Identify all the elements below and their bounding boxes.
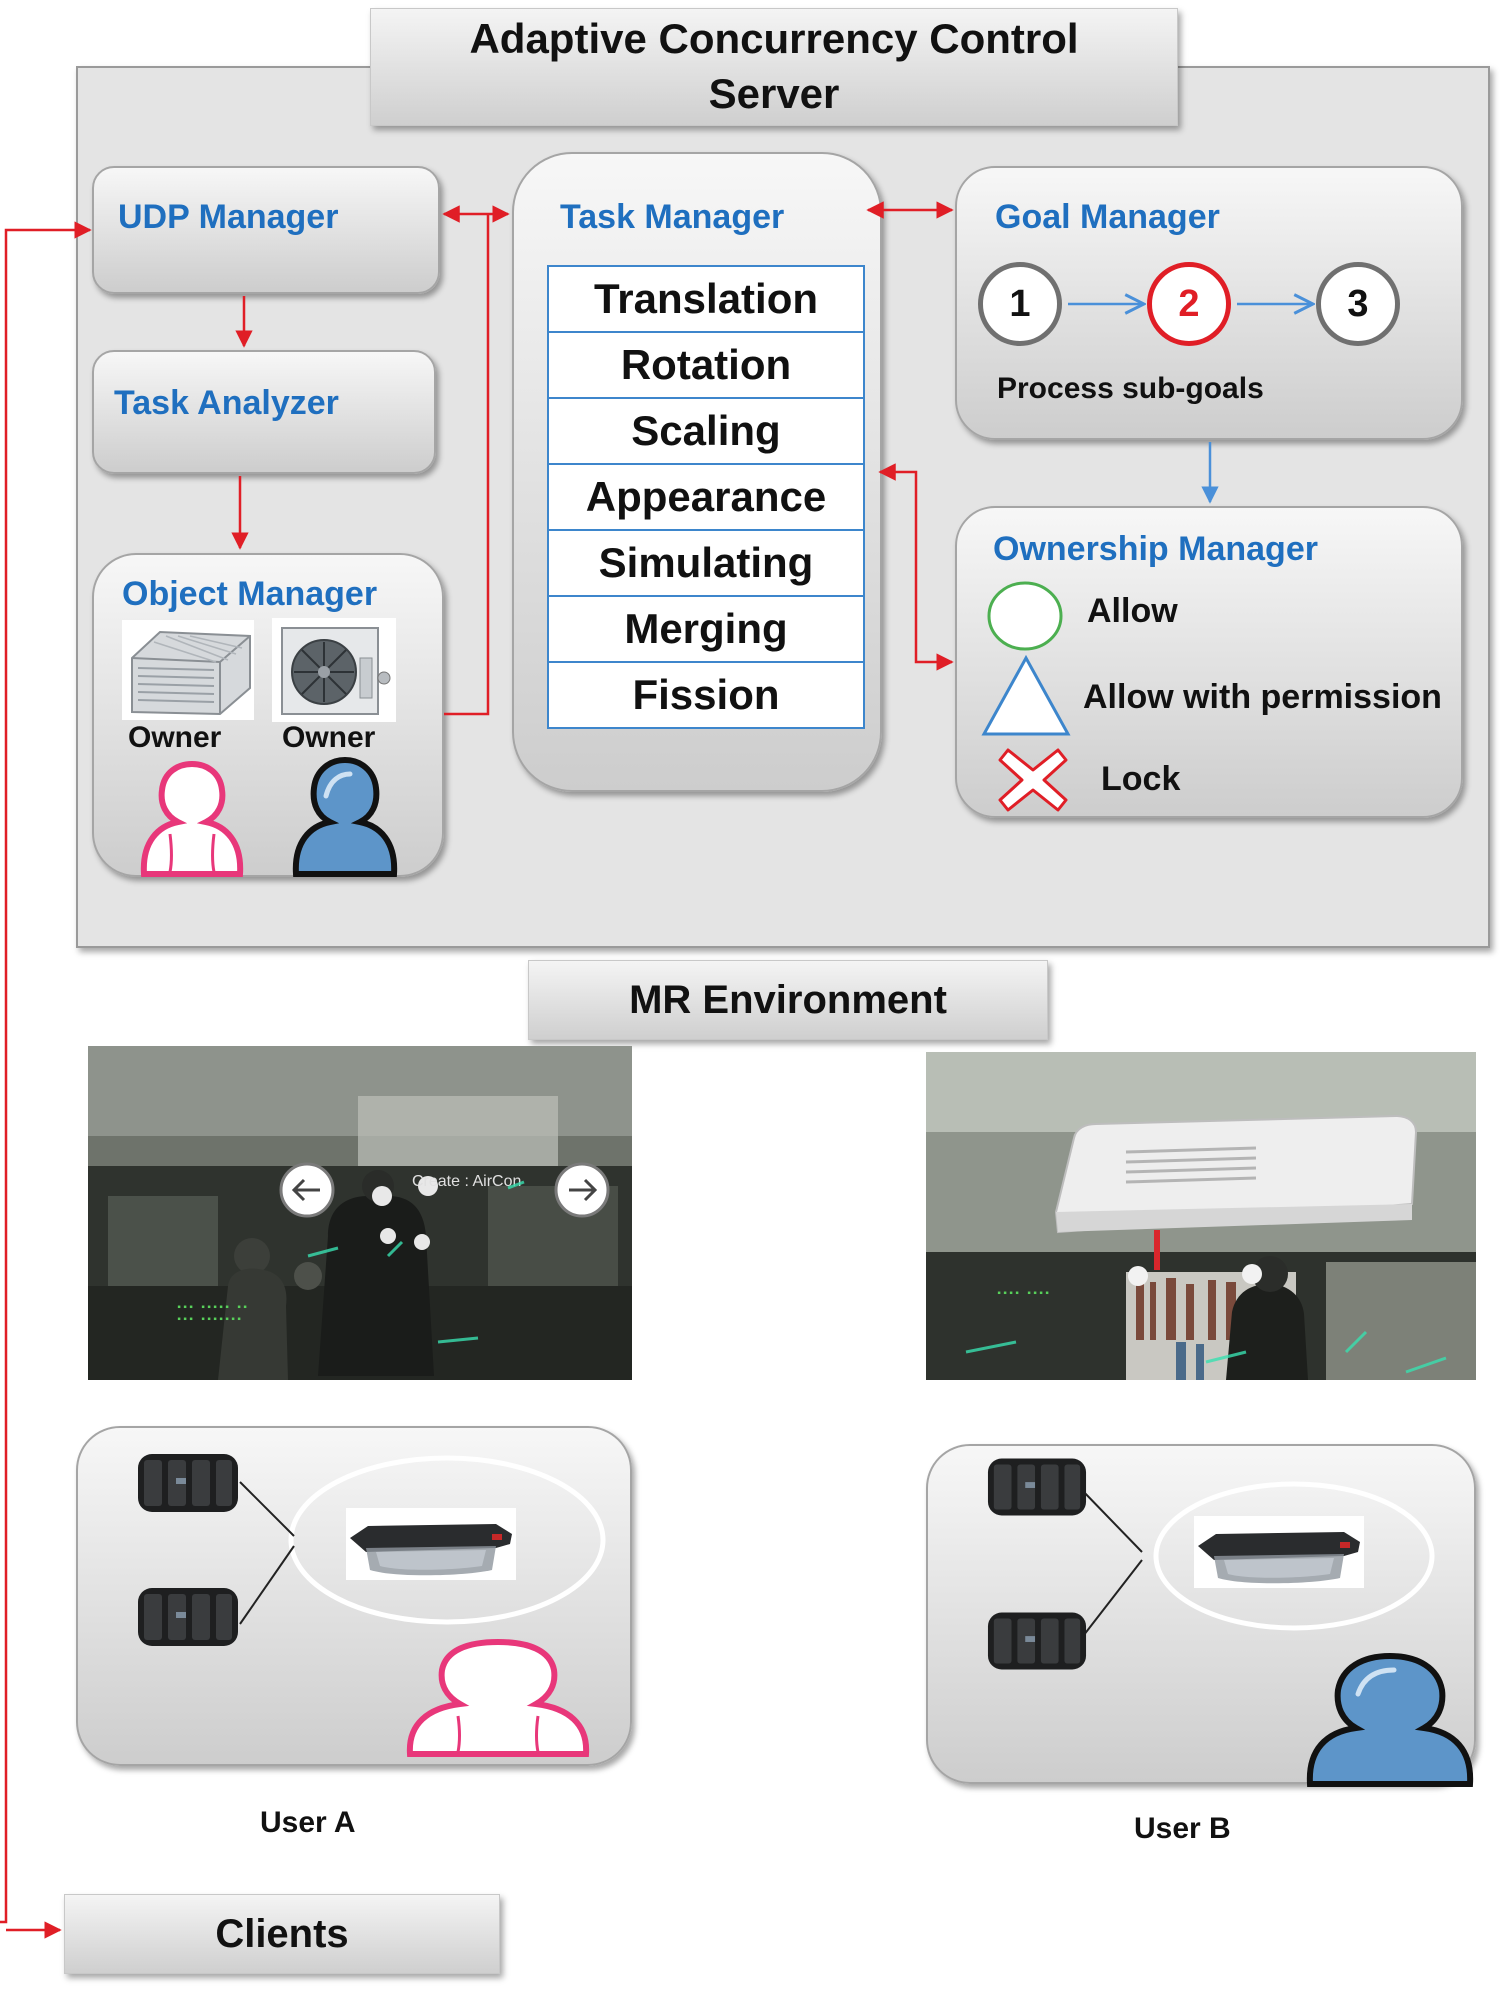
mr-view-user-b: ▪▪▪▪ ▪▪▪▪: [926, 1052, 1476, 1380]
task-item-fission: Fission: [632, 671, 780, 718]
svg-text:▪▪▪ ▪▪▪▪▪▪▪: ▪▪▪ ▪▪▪▪▪▪▪: [176, 1315, 242, 1326]
user-a-client-icon: [406, 1638, 590, 1757]
ownership-manager-label: Ownership Manager: [993, 530, 1318, 568]
svg-text:▪▪▪▪ ▪▪▪▪: ▪▪▪▪ ▪▪▪▪: [996, 1289, 1050, 1300]
clients-title: Clients: [64, 1894, 500, 1974]
task-item-scaling: Scaling: [549, 399, 863, 465]
owner-label-left: Owner: [128, 721, 222, 754]
blue-triangle-icon: [981, 654, 1071, 736]
task-item-rotation: Rotation: [549, 333, 863, 399]
goal-manager-label: Goal Manager: [995, 198, 1220, 236]
headset-b-image: [1194, 1516, 1364, 1588]
task-item-appearance: Appearance: [549, 465, 863, 531]
goal-step-3: 3: [1316, 262, 1400, 346]
user-b-label: User B: [1134, 1812, 1231, 1845]
ownership-permission-label: Allow with permission: [1083, 678, 1442, 716]
aircon-indoor-image: [122, 620, 254, 720]
armband-a-top-image: [138, 1454, 238, 1512]
aircon-outdoor-image: [272, 618, 396, 722]
goal-step-2: 2: [1147, 262, 1231, 346]
object-manager-label: Object Manager: [122, 575, 378, 613]
owner-label-right: Owner: [282, 721, 376, 754]
svg-text:▪▪▪ ▪▪▪▪▪ ▪▪: ▪▪▪ ▪▪▪▪▪ ▪▪: [176, 1303, 248, 1314]
video-a-overlay-text: Create : AirCon: [412, 1173, 521, 1190]
goal-step-1: 1: [978, 262, 1062, 346]
object-manager-task-connector: [444, 214, 490, 716]
armband-b-top-image: [987, 1458, 1087, 1516]
headset-a-image: [346, 1508, 516, 1580]
task-item-simulating: Simulating: [549, 531, 863, 597]
armband-b-bottom-image: [987, 1612, 1087, 1670]
server-title: Adaptive Concurrency Control Server: [370, 8, 1178, 126]
task-list: Translation Rotation Scaling Appearance …: [547, 265, 865, 729]
user-a-label: User A: [260, 1806, 356, 1839]
task-item-translation: Translation: [549, 267, 863, 333]
task-analyzer-label: Task Analyzer: [114, 384, 339, 422]
green-circle-icon: [987, 581, 1063, 651]
task-item-merging: Merging: [549, 597, 863, 663]
goal-caption: Process sub-goals: [997, 372, 1264, 405]
red-x-icon: [998, 748, 1068, 812]
udp-manager-label: UDP Manager: [118, 198, 339, 236]
user-a-owner-icon: [140, 760, 244, 877]
mr-view-user-a: Create : AirCon ▪▪▪ ▪▪▪▪▪ ▪▪ ▪▪▪ ▪▪▪▪▪▪▪: [88, 1046, 632, 1380]
user-b-devices: [1079, 1481, 1435, 1641]
task-analyzer-box: Task Analyzer: [92, 350, 436, 474]
user-b-owner-icon: [292, 756, 398, 877]
ownership-allow-label: Allow: [1087, 592, 1178, 630]
armband-a-bottom-image: [138, 1588, 238, 1646]
task-manager-label: Task Manager: [560, 198, 785, 236]
task-ownership-connector: [878, 463, 954, 671]
mr-environment-title: MR Environment: [528, 960, 1048, 1040]
user-b-client-icon: [1306, 1652, 1474, 1787]
user-a-devices: [239, 1455, 606, 1625]
udp-manager-box: UDP Manager: [92, 166, 440, 294]
clients-to-udp-connector: [0, 221, 92, 1924]
ownership-lock-label: Lock: [1101, 760, 1181, 798]
object-manager-box: Object Manager Owner Owner: [92, 553, 444, 877]
